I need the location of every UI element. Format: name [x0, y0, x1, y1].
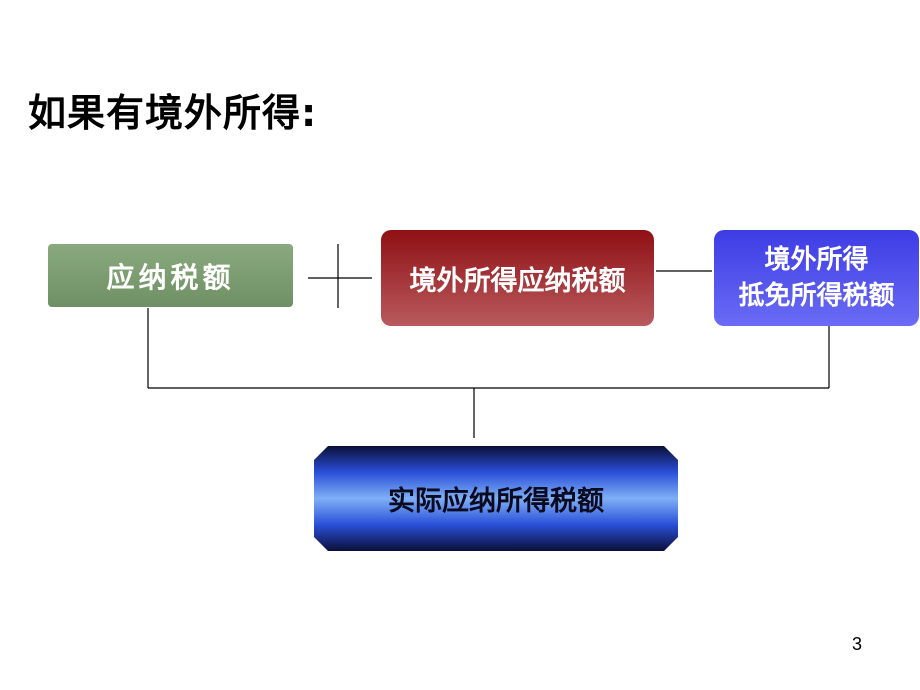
- foreign-tax-credit-line1: 境外所得: [764, 245, 869, 275]
- page-number: 3: [852, 634, 863, 654]
- foreign-income-tax-box: 境外所得应纳税额: [381, 230, 654, 326]
- payable-tax-label: 应纳税额: [106, 260, 235, 294]
- plus-icon: [308, 244, 372, 308]
- foreign-tax-credit-line2: 抵免所得税额: [738, 281, 895, 311]
- payable-tax-box: 应纳税额: [48, 244, 293, 307]
- foreign-tax-credit-box: 境外所得 抵免所得税额: [714, 230, 919, 326]
- actual-payable-tax-label: 实际应纳所得税额: [388, 486, 604, 517]
- bracket-connector: [147, 308, 830, 438]
- page-title: 如果有境外所得:: [28, 91, 318, 135]
- foreign-income-tax-label: 境外所得应纳税额: [409, 265, 626, 297]
- actual-payable-tax-box: 实际应纳所得税额: [314, 446, 678, 551]
